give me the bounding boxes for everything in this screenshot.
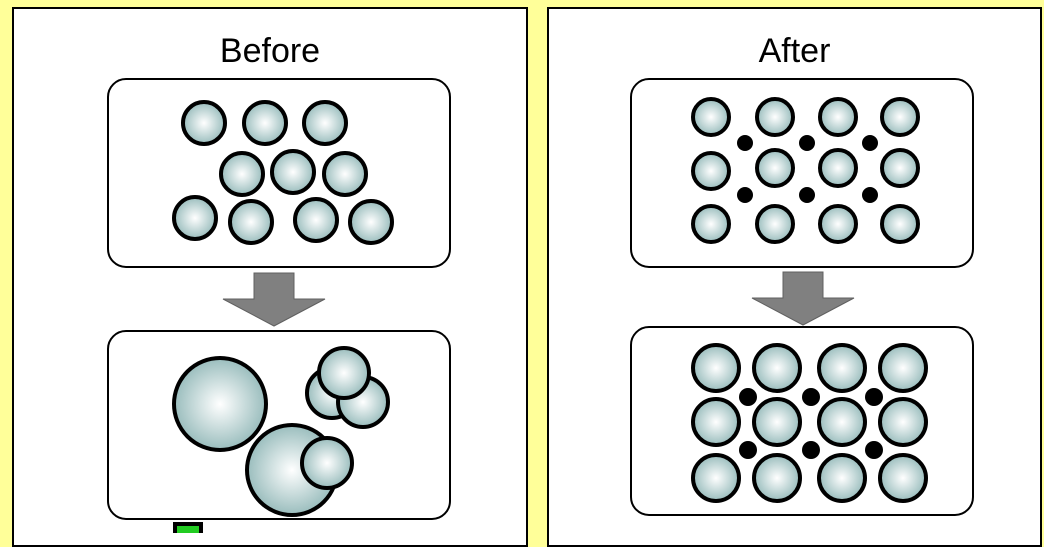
particle: [755, 204, 795, 244]
after-top-particles: [691, 97, 920, 244]
particle: [691, 97, 731, 137]
particle: [818, 204, 858, 244]
particle: [691, 397, 741, 447]
dot: [802, 441, 820, 459]
particle: [818, 148, 858, 188]
dot: [799, 135, 815, 151]
after-title: After: [758, 32, 831, 70]
particle: [348, 199, 394, 245]
particle: [691, 343, 741, 393]
particle: [880, 148, 920, 188]
particle: [878, 397, 928, 447]
particle: [752, 397, 802, 447]
particle: [691, 151, 731, 191]
dot: [739, 388, 757, 406]
large-particle: [172, 356, 268, 452]
dot: [865, 441, 883, 459]
particle: [322, 151, 368, 197]
particle: [300, 436, 354, 490]
diagram-graphics: [107, 78, 974, 533]
before-bottom-particles: [172, 346, 390, 517]
particle: [880, 204, 920, 244]
particle: [752, 343, 802, 393]
particle: [317, 346, 371, 400]
particle: [691, 204, 731, 244]
particle: [755, 148, 795, 188]
particle: [817, 453, 867, 503]
particle: [878, 453, 928, 503]
particle: [752, 453, 802, 503]
particle: [242, 100, 288, 146]
particle: [293, 197, 339, 243]
dot: [739, 441, 757, 459]
particle: [817, 343, 867, 393]
particle: [181, 100, 227, 146]
particle: [817, 397, 867, 447]
dot: [737, 135, 753, 151]
after-arrow: [751, 271, 855, 326]
particle: [755, 97, 795, 137]
particle: [228, 199, 274, 245]
dot: [865, 388, 883, 406]
dot: [862, 187, 878, 203]
after-bottom-particles: [691, 343, 928, 503]
dot: [862, 135, 878, 151]
after-top-box: [630, 78, 974, 268]
green-indicator: [173, 522, 203, 533]
before-top-particles: [172, 100, 394, 245]
particle: [878, 343, 928, 393]
particle: [302, 100, 348, 146]
particle: [818, 97, 858, 137]
before-title: Before: [219, 32, 321, 70]
particle: [172, 195, 218, 241]
particle: [880, 97, 920, 137]
dot: [799, 187, 815, 203]
before-arrow: [222, 272, 326, 327]
after-bottom-dots: [739, 388, 883, 459]
particle: [219, 151, 265, 197]
dot: [802, 388, 820, 406]
particle: [270, 149, 316, 195]
dot: [737, 187, 753, 203]
after-top-dots: [737, 135, 878, 203]
particle: [691, 453, 741, 503]
